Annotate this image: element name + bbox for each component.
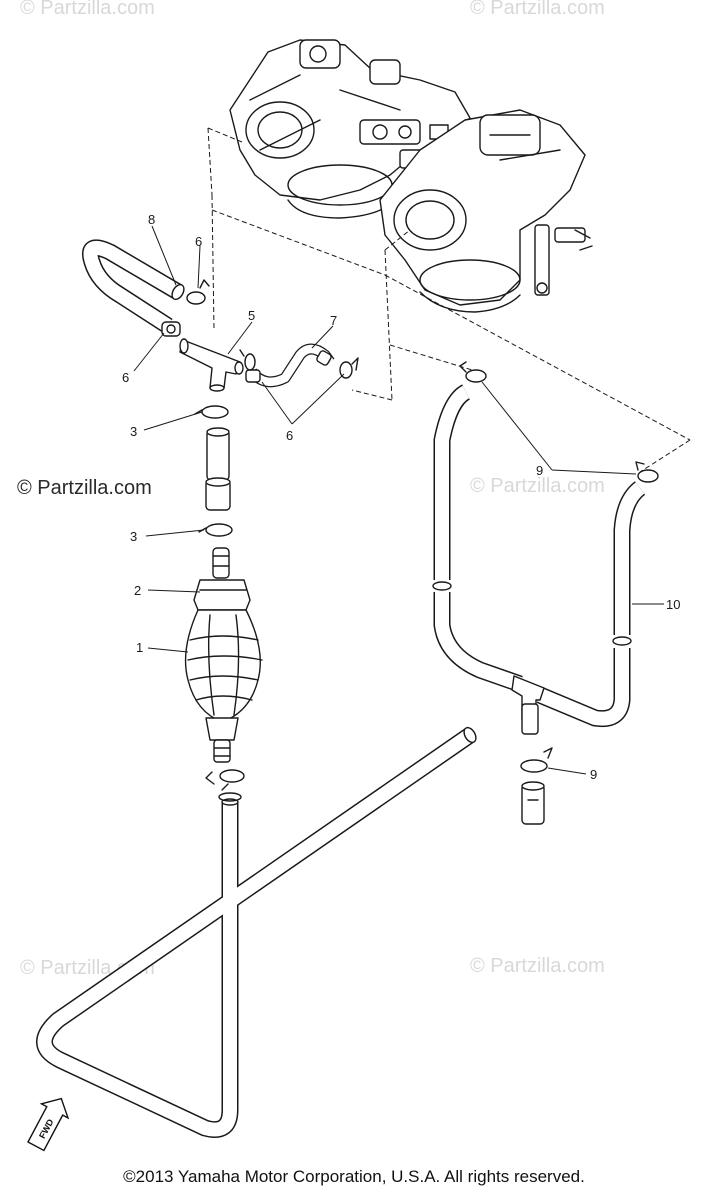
fwd-arrow-icon: FWD: [27, 1097, 70, 1152]
fuel-line-loop: [36, 726, 477, 1138]
copyright-text: ©2013 Yamaha Motor Corporation, U.S.A. A…: [123, 1167, 585, 1186]
callout-9-bottom: 9: [590, 767, 597, 782]
watermark-mid-right: © Partzilla.com: [470, 475, 605, 497]
callout-1: 1: [136, 640, 143, 655]
callout-3-upper: 3: [130, 424, 137, 439]
watermark-top-right: © Partzilla.com: [470, 0, 605, 19]
clamp-9-top-left: [459, 361, 487, 383]
primer-bulb-assembly: [184, 547, 263, 763]
callout-leaders: [133, 225, 664, 775]
callout-2: 2: [134, 583, 141, 598]
watermark-top-left: © Partzilla.com: [20, 0, 155, 19]
clamp-6-hose7-right: [339, 357, 359, 379]
clamp-6-hose7-left: [239, 349, 256, 371]
callout-7: 7: [330, 313, 337, 328]
callout-6-top: 6: [195, 234, 202, 249]
clamp-bulb-lower: [205, 769, 245, 785]
clamp-loop-top: [218, 783, 242, 802]
routing-lines: [207, 127, 691, 473]
callout-5: 5: [248, 308, 255, 323]
tee-joint-5: [179, 338, 244, 392]
callout-10: 10: [666, 597, 680, 612]
clamp-3-upper: [194, 405, 229, 419]
watermark-mid-left: © Partzilla.com: [17, 477, 152, 499]
callout-9-top: 9: [536, 463, 543, 478]
hose-8: [82, 239, 185, 334]
carburetor-assembly: [229, 39, 593, 313]
callout-6-left: 6: [122, 370, 129, 385]
clamp-9-top-right: [635, 461, 659, 483]
hose-10: [432, 384, 646, 735]
clamp-9-bottom: [520, 747, 553, 773]
callout-6-bottom: 6: [286, 428, 293, 443]
clamp-6-upper: [186, 279, 210, 305]
short-hose-right: [521, 781, 545, 825]
short-hose: [205, 427, 231, 511]
clamp-6-left: [161, 321, 181, 337]
callout-8: 8: [148, 212, 155, 227]
watermark-low-right: © Partzilla.com: [470, 955, 605, 977]
hose-7: [245, 343, 335, 388]
callout-3-lower: 3: [130, 529, 137, 544]
